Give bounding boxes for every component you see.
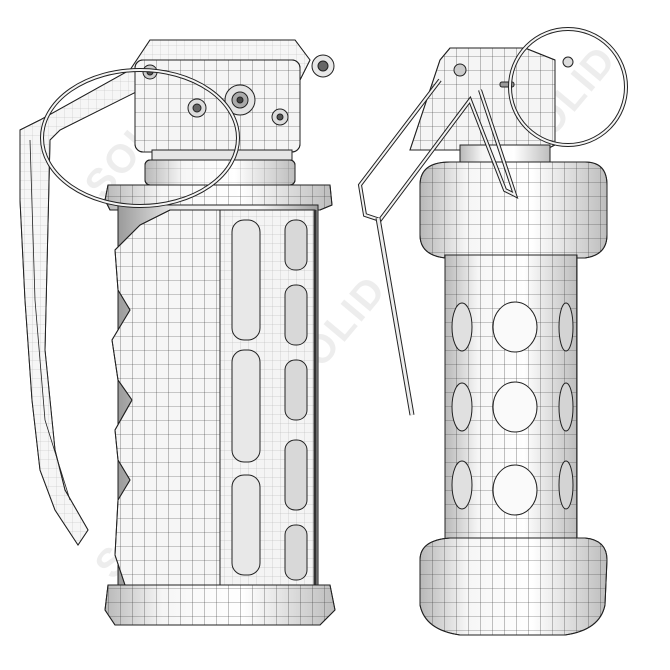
- left-grenade: [19, 39, 336, 626]
- right-grenade: [357, 27, 628, 636]
- fuse-head: [134, 54, 335, 153]
- spoon-lever: [19, 39, 311, 546]
